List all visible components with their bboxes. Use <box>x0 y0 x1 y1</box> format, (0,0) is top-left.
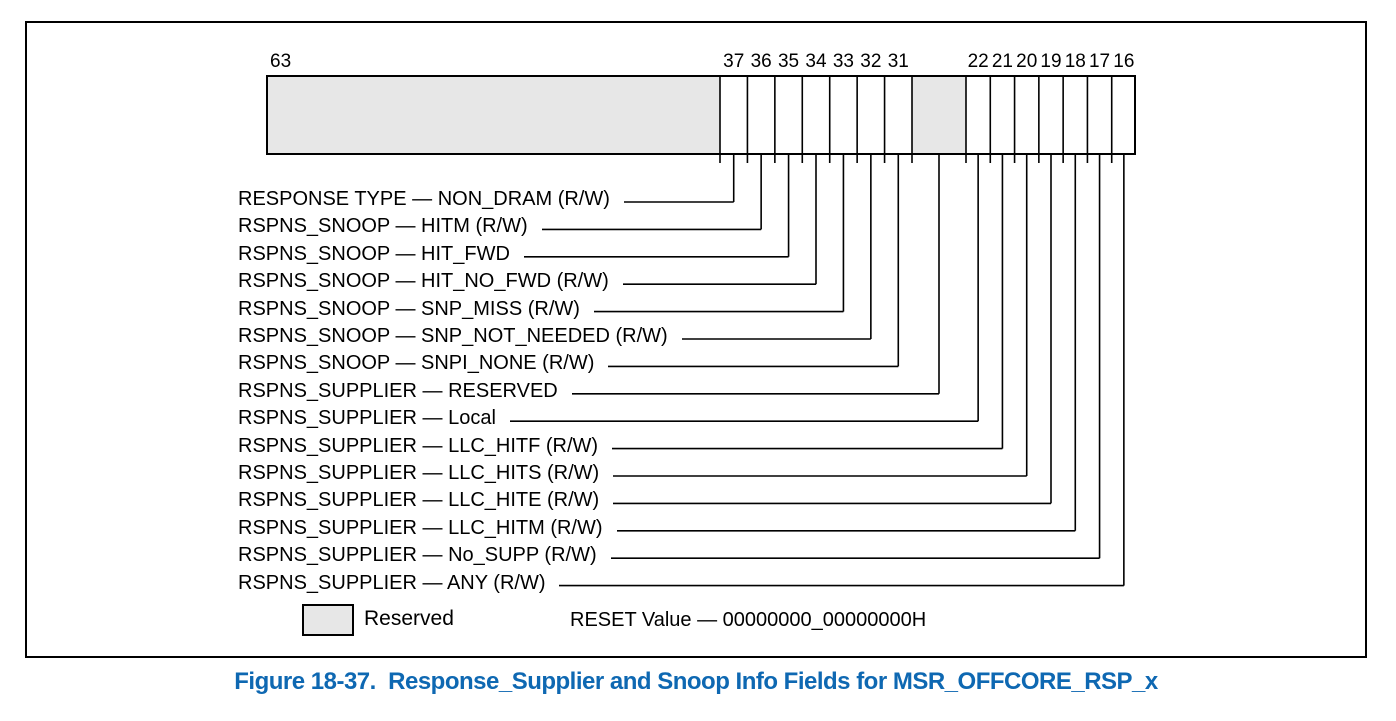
bit-number-16: 16 <box>1113 51 1135 72</box>
bit-number-20: 20 <box>1016 51 1038 72</box>
legend-reserved-swatch <box>302 604 354 636</box>
bit-number-36: 36 <box>750 51 772 72</box>
legend-reserved-label: Reserved <box>364 607 454 630</box>
field-label-bit-30-23: RSPNS_SUPPLIER — RESERVED <box>238 379 558 402</box>
bit-number-35: 35 <box>777 51 800 72</box>
field-label-bit-16: RSPNS_SUPPLIER — ANY (R/W) <box>238 571 546 594</box>
bit-number-22: 22 <box>967 51 989 72</box>
bit-number-18: 18 <box>1064 51 1086 72</box>
field-label-bit-33: RSPNS_SNOOP — SNP_MISS (R/W) <box>238 297 580 320</box>
reserved-segment-bits-30-23 <box>912 77 966 153</box>
field-label-bit-32: RSPNS_SNOOP — SNP_NOT_NEEDED (R/W) <box>238 325 668 347</box>
field-label-bit-34: RSPNS_SNOOP — HIT_NO_FWD (R/W) <box>238 270 609 293</box>
field-label-bit-19: RSPNS_SUPPLIER — LLC_HITE (R/W) <box>238 489 600 512</box>
bit-number-32: 32 <box>860 51 882 72</box>
bit-number-21: 21 <box>991 51 1013 72</box>
field-label-bit-21: RSPNS_SUPPLIER — LLC_HITF (R/W) <box>238 434 599 457</box>
field-label-bit-35: RSPNS_SNOOP — HIT_FWD <box>238 242 510 265</box>
figure-border <box>25 21 1367 658</box>
field-label-bit-22: RSPNS_SUPPLIER — Local <box>238 407 496 430</box>
bit-number-34: 34 <box>805 51 827 72</box>
field-label-bit-36: RSPNS_SNOOP — HITM (R/W) <box>238 215 528 238</box>
bit-number-37: 37 <box>723 51 745 72</box>
reset-value-text: RESET Value — 00000000_00000000H <box>570 609 927 631</box>
field-label-bit-18: RSPNS_SUPPLIER — LLC_HITM (R/W) <box>238 516 603 539</box>
register-box <box>266 75 1136 155</box>
field-label-bit-37: RESPONSE TYPE — NON_DRAM (R/W) <box>238 188 610 210</box>
bit-number-31: 31 <box>887 51 909 72</box>
reserved-segment-bits-63-38 <box>267 77 720 153</box>
bit-number-33: 33 <box>832 51 854 72</box>
figure-caption: Figure 18-37. Response_Supplier and Snoo… <box>234 668 1158 695</box>
field-label-bit-31: RSPNS_SNOOP — SNPI_NONE (R/W) <box>238 352 595 375</box>
bit-number-19: 19 <box>1040 51 1062 72</box>
field-label-bit-17: RSPNS_SUPPLIER — No_SUPP (R/W) <box>238 544 597 567</box>
bit-number-63: 63 <box>270 51 292 72</box>
bit-number-17: 17 <box>1088 51 1111 72</box>
field-label-bit-20: RSPNS_SUPPLIER — LLC_HITS (R/W) <box>238 462 600 484</box>
